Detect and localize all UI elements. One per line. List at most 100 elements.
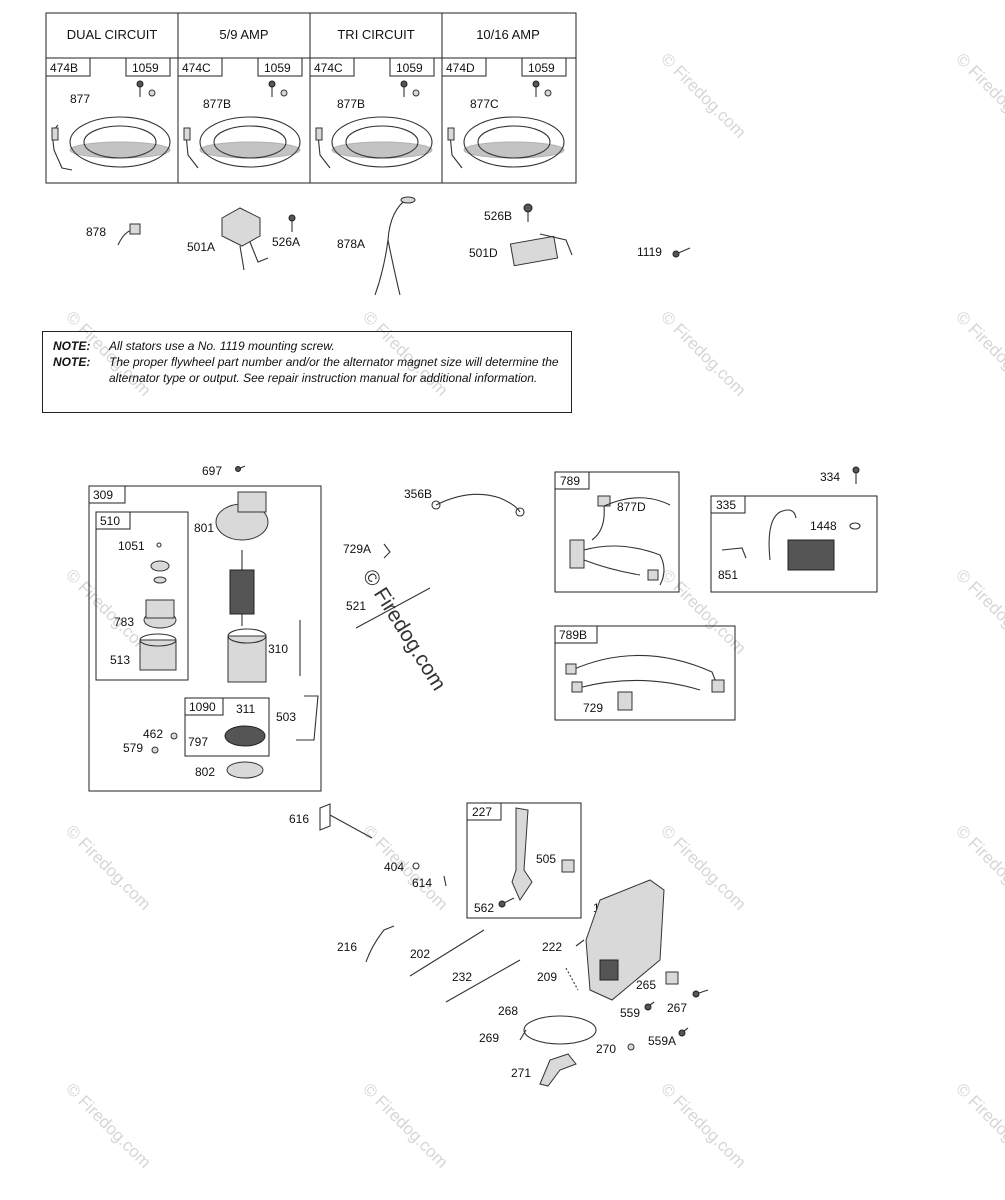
- bracket-503: [296, 695, 319, 741]
- screw-icon: [644, 1001, 655, 1011]
- part-label: 501A: [187, 240, 215, 254]
- part-label: 877C: [470, 97, 499, 111]
- part-label: 310: [268, 642, 288, 656]
- part-label: 526A: [272, 235, 300, 249]
- box-309: [88, 485, 322, 792]
- part-label: 878: [86, 225, 106, 239]
- part-label: 474D: [446, 61, 475, 75]
- rectifier-501A: [221, 207, 269, 271]
- harness-789: [569, 495, 671, 586]
- watermark-text: © Firedog.com: [952, 565, 1005, 657]
- part-label: 335: [716, 498, 736, 512]
- part-label: 559A: [648, 1034, 676, 1048]
- screw-icon: [692, 989, 709, 998]
- screw-icon: [672, 247, 691, 258]
- header-dual-circuit: DUAL CIRCUIT: [67, 27, 158, 42]
- watermark-text: © Firedog.com: [952, 1079, 1005, 1171]
- screw-icon: [400, 80, 420, 97]
- part-label: 579: [123, 741, 143, 755]
- part-label: 311: [236, 702, 255, 716]
- watermark-center: © Firedog.com: [358, 565, 451, 694]
- box-789B: [554, 625, 736, 721]
- part-label: 878A: [337, 237, 365, 251]
- watermark-text: © Firedog.com: [952, 49, 1005, 141]
- note-box: NOTE: All stators use a No. 1119 mounting…: [42, 331, 572, 413]
- part-label: 501D: [469, 246, 498, 260]
- watermark-text: © Firedog.com: [657, 821, 749, 913]
- part-label: 269: [479, 1031, 499, 1045]
- part-label: 227: [472, 805, 492, 819]
- part-label: 877B: [203, 97, 231, 111]
- watermark-text: © Firedog.com: [359, 1079, 451, 1171]
- part-label: 268: [498, 1004, 518, 1018]
- watermark-text: © Firedog.com: [952, 821, 1005, 913]
- part-label: 614: [412, 876, 432, 890]
- part-label: 356B: [404, 487, 432, 501]
- end-cap-801: [215, 491, 269, 541]
- part-label: 802: [195, 765, 215, 779]
- part-label: 209: [537, 970, 557, 984]
- end-plate-802: [226, 761, 264, 779]
- part-label: 267: [667, 1001, 687, 1015]
- watermark-text: © Firedog.com: [359, 821, 451, 913]
- header-5-9-amp: 5/9 AMP: [219, 27, 268, 42]
- control-lever: [511, 807, 533, 902]
- control-bracket: [585, 879, 665, 1001]
- part-label: 877D: [617, 500, 646, 514]
- part-label: 521: [346, 599, 366, 613]
- part-label: 1119: [637, 245, 662, 259]
- part-label: 526B: [484, 209, 512, 223]
- part-label: 222: [542, 940, 562, 954]
- screw-icon: [532, 80, 552, 97]
- part-label: 1090: [189, 700, 216, 714]
- screw-icon: [678, 1027, 689, 1037]
- screw-icon: [136, 80, 156, 97]
- note-label: NOTE:: [53, 355, 91, 369]
- part-label: 505: [536, 852, 556, 866]
- part-label: 1051: [118, 539, 145, 553]
- clip-729A: [383, 543, 391, 559]
- starter-assembly: 697 309 510 1051 783 513 801: [88, 464, 322, 792]
- part-label: 1059: [528, 61, 555, 75]
- part-label: 474B: [50, 61, 78, 75]
- watermark-text: © Firedog.com: [62, 1079, 154, 1171]
- part-label: 1059: [132, 61, 159, 75]
- part-label: 462: [143, 727, 163, 741]
- part-label: 513: [110, 653, 130, 667]
- note-text: All stators use a No. 1119 mounting scre…: [109, 339, 335, 353]
- drive-housing: [139, 633, 177, 671]
- part-label: 789: [560, 474, 580, 488]
- watermark-text: © Firedog.com: [657, 1079, 749, 1171]
- part-label: 559: [620, 1006, 640, 1020]
- harness-789B: [565, 654, 725, 711]
- armature: [229, 550, 255, 626]
- part-label: 1059: [264, 61, 291, 75]
- part-label: 729: [583, 701, 603, 715]
- control-parts: 616 404 614 227 505 562 188 216 202 222 …: [289, 802, 709, 1087]
- part-label: 877B: [337, 97, 365, 111]
- part-label: 474C: [314, 61, 343, 75]
- watermarks: © Firedog.com © Firedog.com © Firedog.co…: [62, 49, 1005, 1171]
- note-text: The proper flywheel part number and/or t…: [109, 355, 559, 385]
- note-label: NOTE:: [53, 339, 91, 353]
- watermark-text: © Firedog.com: [62, 821, 154, 913]
- harness-878A: [374, 197, 409, 296]
- box-1090: [184, 697, 270, 757]
- watermark-text: © Firedog.com: [952, 307, 1005, 399]
- part-label: 202: [410, 947, 430, 961]
- part-label: 404: [384, 860, 404, 874]
- part-label: 216: [337, 940, 357, 954]
- box-510: [95, 511, 189, 681]
- cable-269: [519, 1015, 597, 1045]
- box-227: [466, 802, 582, 919]
- screw-icon: [498, 897, 515, 908]
- part-label: 1059: [396, 61, 423, 75]
- screw-icon: [523, 203, 533, 222]
- motor-housing: [227, 628, 267, 683]
- solenoid-335: [721, 509, 835, 571]
- part-label: 271: [511, 1066, 531, 1080]
- part-label: 729A: [343, 542, 371, 556]
- header-10-16-amp: 10/16 AMP: [476, 27, 540, 42]
- part-label: 265: [636, 978, 656, 992]
- middle-parts: 356B 729A 521 789 877D 334 335 1448 851: [343, 466, 878, 721]
